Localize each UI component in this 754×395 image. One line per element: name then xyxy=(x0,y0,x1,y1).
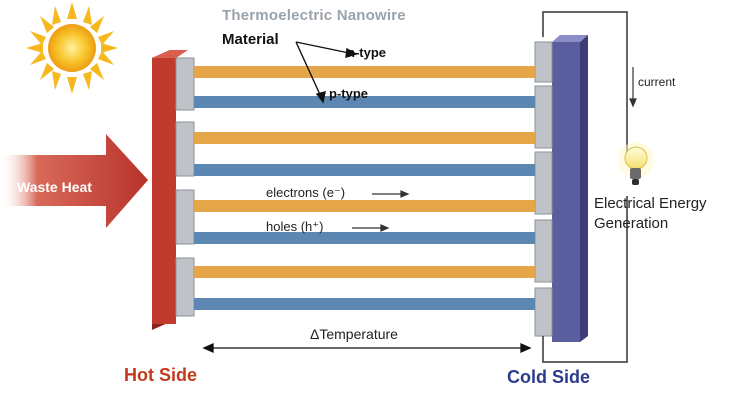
electrons-label: electrons (e⁻) xyxy=(266,185,346,200)
cold-connectors xyxy=(534,41,553,337)
cold-side-label: Cold Side xyxy=(507,367,591,387)
current-label: current xyxy=(638,75,676,89)
sun-icon xyxy=(26,2,118,94)
n-type-label: n-type xyxy=(347,45,386,60)
delta-temperature-label: ΔTemperature xyxy=(310,326,398,342)
diagram-title: Thermoelectric Nanowire xyxy=(222,7,406,24)
n-type-wire xyxy=(194,200,535,212)
energy-label-line1: Electrical Energy xyxy=(594,195,707,212)
p-type-wire xyxy=(194,164,535,176)
p-type-wire xyxy=(194,232,535,244)
energy-label-line2: Generation xyxy=(594,215,669,232)
cold-plate xyxy=(552,35,588,342)
n-type-wire xyxy=(194,66,535,78)
light-bulb-icon xyxy=(618,142,654,185)
carrier-arrows xyxy=(352,190,410,232)
hot-plate xyxy=(152,50,188,330)
p-type-wire xyxy=(194,298,535,310)
delta-temperature-arrow xyxy=(202,342,532,354)
material-label: Material xyxy=(222,31,279,48)
external-circuit xyxy=(542,11,628,363)
n-type-wire xyxy=(194,132,535,144)
p-type-label: p-type xyxy=(329,86,368,101)
p-type-wire xyxy=(194,96,535,108)
holes-label: holes (h⁺) xyxy=(266,219,324,234)
hot-side-label: Hot Side xyxy=(124,365,198,385)
waste-heat-label: Waste Heat xyxy=(17,179,92,195)
waste-heat-arrow-icon xyxy=(0,134,148,228)
n-type-wire xyxy=(194,266,535,278)
material-pointers xyxy=(295,41,358,104)
nanowires xyxy=(194,66,535,310)
hot-connectors xyxy=(175,57,195,317)
current-arrow xyxy=(629,67,637,108)
energy-label: Electrical Energy Generation xyxy=(594,194,707,234)
